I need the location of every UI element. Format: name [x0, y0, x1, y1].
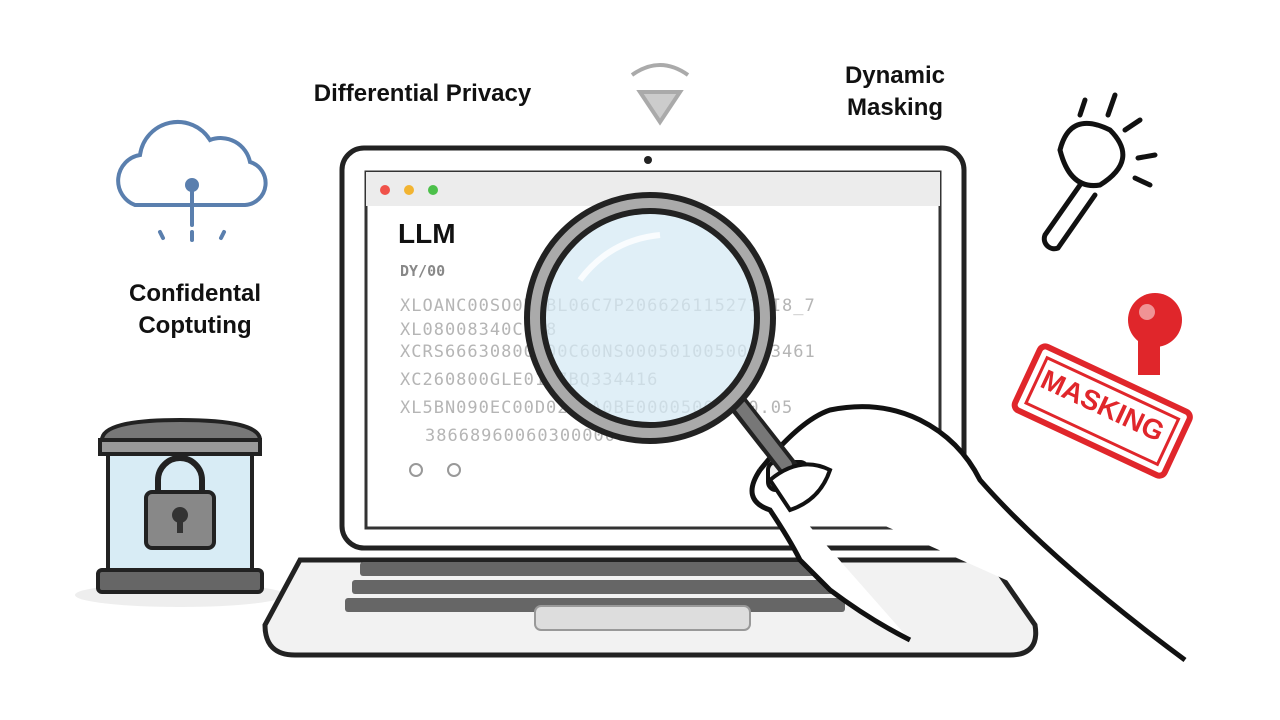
- cloud-icon: [116, 119, 268, 242]
- code-line: XL5BN090EC00D028CA0BE00005000000.05: [400, 398, 794, 418]
- label-dynamic-masking: Dynamic Masking: [844, 62, 946, 121]
- label-confidential-computing: Confidental Coptuting: [129, 280, 261, 339]
- screen-title: LLM: [398, 218, 456, 249]
- code-line: XL08008340C028: [400, 320, 558, 340]
- hand: [749, 404, 1187, 663]
- keyboard: [345, 562, 845, 612]
- masking-stamp-icon: [1011, 293, 1193, 479]
- code-line: XCRS66630800100C60NS00050100500163461: [400, 342, 816, 362]
- code-line: XC260800GLE0187BQ334416: [400, 370, 659, 390]
- label-differential-privacy: Differential Privacy: [313, 80, 532, 107]
- code-line: 38668960060300000020: [425, 426, 650, 446]
- code-line: XLOANC00SO0DDBL06C7P2066261152710I8_7: [400, 296, 816, 316]
- screen-subtitle: DY/00: [400, 262, 446, 280]
- flashlight-icon: [1041, 92, 1158, 252]
- lock-vault-icon: [75, 417, 285, 607]
- signal-icon: [630, 63, 690, 126]
